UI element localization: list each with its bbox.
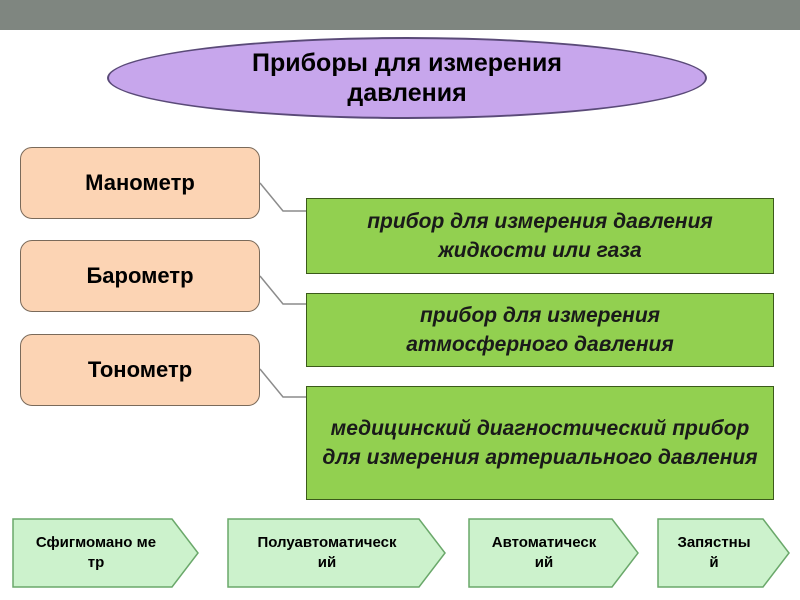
arrow-label-line2: й [709, 554, 719, 571]
definition-box-tonometer: медицинский диагностический прибор для и… [306, 386, 774, 500]
connector-barometer [259, 275, 306, 305]
diagram-title: Приборы для измерения давления [107, 37, 707, 119]
arrow-wrist: Запястны й [657, 518, 791, 588]
connector-manometer [259, 182, 306, 212]
definition-text: прибор для измерения атмосферного давлен… [406, 304, 674, 356]
arrow-label-line2: тр [87, 554, 105, 571]
device-label: Барометр [86, 263, 194, 288]
arrow-automatic: Автоматическ ий [468, 518, 640, 588]
arrow-label-line2: ий [317, 554, 337, 571]
arrow-label-line1: Полуавтоматическ [257, 534, 397, 551]
arrow-shape [12, 518, 199, 588]
device-box-barometer: Барометр [20, 240, 260, 312]
device-label: Манометр [85, 170, 195, 195]
definition-text: медицинский диагностический прибор для и… [322, 417, 758, 469]
top-bar [0, 0, 800, 30]
arrow-shape [468, 518, 639, 588]
arrow-label-line1: Запястны [677, 534, 751, 551]
definition-box-barometer: прибор для измерения атмосферного давлен… [306, 293, 774, 367]
connector-tonometer [259, 368, 306, 398]
arrow-label-line1: Автоматическ [491, 534, 597, 551]
device-label: Тонометр [87, 357, 193, 382]
device-box-manometer: Манометр [20, 147, 260, 219]
arrow-shape [657, 518, 790, 588]
arrow-semi-automatic: Полуавтоматическ ий [227, 518, 447, 588]
arrow-shape [227, 518, 446, 588]
definition-text: прибор для измерения давления жидкости и… [367, 210, 713, 262]
definition-box-manometer: прибор для измерения давления жидкости и… [306, 198, 774, 274]
arrow-label-line2: ий [534, 554, 554, 571]
arrow-sphygmomanometer: Сфигмомано ме тр [12, 518, 200, 588]
device-box-tonometer: Тонометр [20, 334, 260, 406]
diagram-title-text: Приборы для измерения давления [252, 49, 562, 107]
arrow-label-line1: Сфигмомано ме [35, 534, 157, 551]
